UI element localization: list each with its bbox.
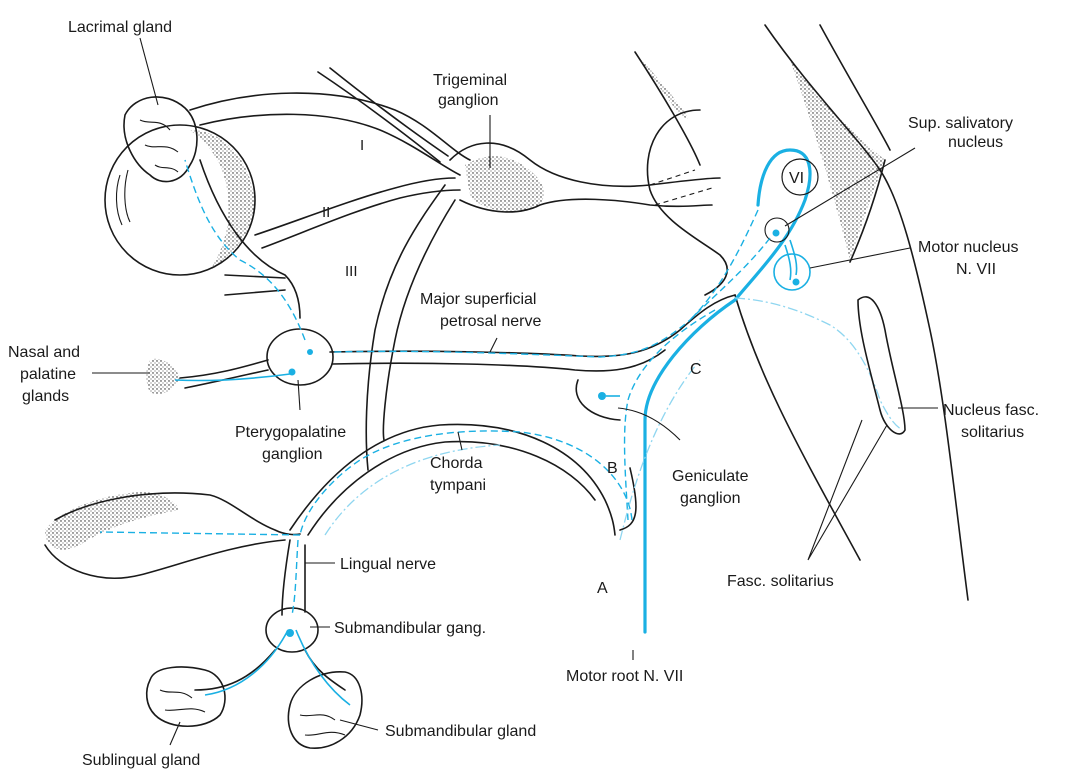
parasympathetic-pathways [100, 150, 902, 705]
sublingual-gland-shape [147, 667, 225, 726]
label-nasal-palatine-line2: palatine [20, 366, 76, 383]
label-trigeminal-ganglion-line2: ganglion [438, 92, 499, 109]
label-sup-salivatory-line2: nucleus [948, 134, 1003, 151]
label-C: C [690, 361, 702, 378]
label-sup-salivatory-line1: Sup. salivatory [908, 115, 1013, 132]
label-geniculate-line1: Geniculate [672, 468, 749, 485]
label-branch-III: III [345, 263, 358, 280]
trigeminal-system [190, 68, 720, 470]
label-motor-nucleus-line2: N. VII [956, 261, 996, 278]
label-trigeminal-ganglion-line1: Trigeminal [433, 72, 507, 89]
label-nucleus-VI: VI [789, 170, 804, 187]
label-motor-root: Motor root N. VII [566, 668, 683, 685]
label-B: B [607, 460, 618, 477]
label-chorda-tympani-line2: tympani [430, 477, 486, 494]
label-lingual-nerve: Lingual nerve [340, 556, 436, 573]
chorda-lingual-region [45, 424, 615, 690]
label-submandibular-gang: Submandibular gang. [334, 620, 486, 637]
label-nucleus-fasc-line2: solitarius [961, 424, 1024, 441]
label-fasc-solitarius: Fasc. solitarius [727, 573, 834, 590]
label-branch-I: I [360, 137, 364, 154]
label-motor-nucleus-line1: Motor nucleus [918, 239, 1019, 256]
submandibular-gland-shape [288, 672, 361, 748]
label-branch-II: II [322, 204, 330, 221]
label-nasal-palatine-line3: glands [22, 388, 69, 405]
label-A: A [597, 580, 608, 597]
text-labels: Lacrimal gland Trigeminal ganglion I II … [8, 19, 1039, 769]
label-pterygopalatine-line1: Pterygopalatine [235, 424, 346, 441]
label-submandibular-gland: Submandibular gland [385, 723, 536, 740]
label-nucleus-fasc-line1: Nucleus fasc. [943, 402, 1039, 419]
label-nasal-palatine-line1: Nasal and [8, 344, 80, 361]
label-sublingual-gland: Sublingual gland [82, 752, 200, 769]
label-major-petrosal-line2: petrosal nerve [440, 313, 541, 330]
label-geniculate-line2: ganglion [680, 490, 741, 507]
label-chorda-tympani-line1: Chorda [430, 455, 483, 472]
label-lacrimal-gland: Lacrimal gland [68, 19, 172, 36]
label-pterygopalatine-line2: ganglion [262, 446, 323, 463]
label-major-petrosal-line1: Major superficial [420, 291, 536, 308]
